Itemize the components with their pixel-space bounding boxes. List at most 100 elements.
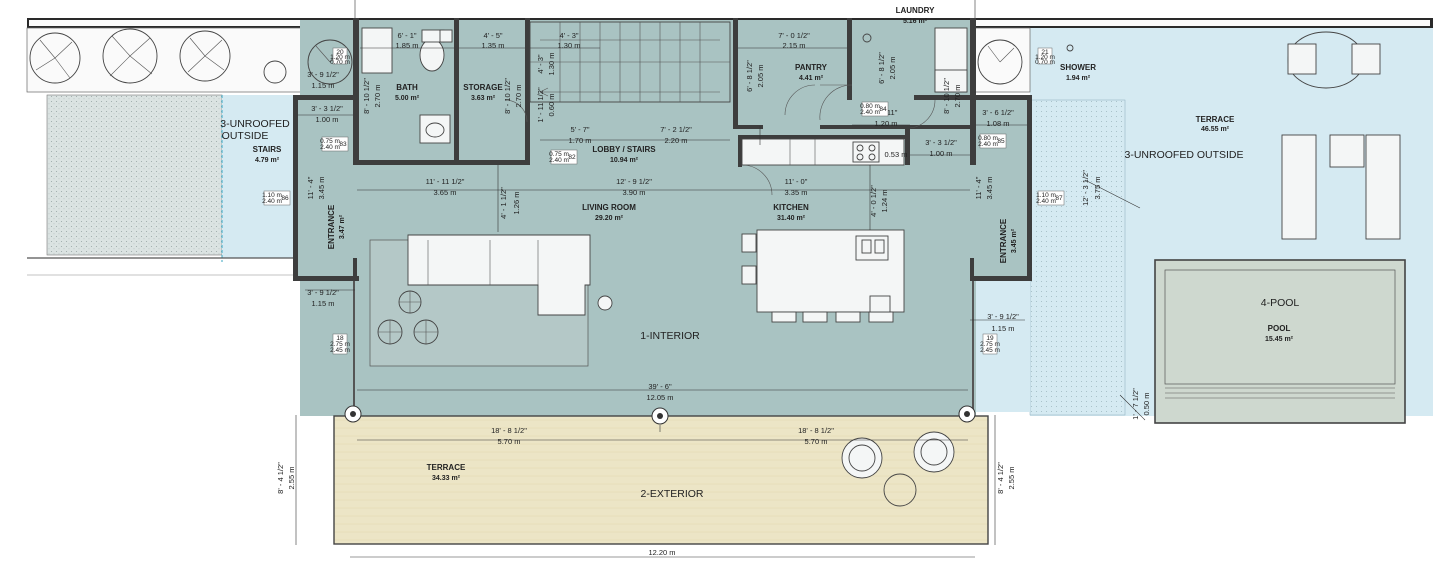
pool-steps bbox=[1165, 387, 1395, 399]
svg-text:4' - 5": 4' - 5" bbox=[483, 31, 502, 40]
living-furniture bbox=[369, 234, 613, 367]
svg-text:1.70 m: 1.70 m bbox=[569, 136, 592, 145]
dimension-lines bbox=[295, 47, 1146, 558]
svg-text:2.40 m: 2.40 m bbox=[320, 144, 340, 151]
svg-text:2.40 m: 2.40 m bbox=[262, 198, 282, 205]
svg-text:12' - 3 1/2": 12' - 3 1/2" bbox=[1081, 170, 1090, 206]
svg-text:1.35 m: 1.35 m bbox=[482, 41, 505, 50]
room-name-terrace-front: TERRACE bbox=[427, 463, 466, 472]
room-area-terrace-right: 46.55 m² bbox=[1201, 126, 1230, 133]
room-name-living: LIVING ROOM bbox=[582, 203, 636, 212]
svg-text:21: 21 bbox=[1041, 49, 1049, 56]
svg-text:85: 85 bbox=[997, 138, 1005, 145]
svg-text:1.20 m: 1.20 m bbox=[875, 119, 898, 128]
svg-text:2.15 m: 2.15 m bbox=[783, 41, 806, 50]
room-area-stairs: 4.79 m² bbox=[255, 157, 280, 164]
svg-text:1.26 m: 1.26 m bbox=[512, 192, 521, 215]
dimension-labels: 6' - 1" 1.85 m 4' - 5" 1.35 m 4' - 3" 1.… bbox=[276, 31, 1151, 557]
svg-text:18' - 8 1/2": 18' - 8 1/2" bbox=[798, 426, 834, 435]
svg-text:87: 87 bbox=[1055, 195, 1063, 202]
svg-text:1' - 11 1/2": 1' - 11 1/2" bbox=[536, 87, 545, 123]
room-name-stairs: STAIRS bbox=[253, 145, 282, 154]
room-area-pool: 15.45 m² bbox=[1265, 336, 1294, 343]
room-area-shower: 1.94 m² bbox=[1066, 75, 1091, 82]
room-area-entrance-left: 3.47 m² bbox=[339, 214, 346, 239]
laundry-fixtures bbox=[862, 27, 968, 93]
svg-text:2.45 m: 2.45 m bbox=[330, 347, 350, 354]
svg-text:4' - 1 1/2": 4' - 1 1/2" bbox=[499, 187, 508, 219]
front-terrace bbox=[333, 415, 989, 545]
room-name-pantry: PANTRY bbox=[795, 63, 828, 72]
staircase bbox=[529, 21, 731, 103]
room-name-bath: BATH bbox=[396, 83, 418, 92]
zone-label-pool: 4-POOL bbox=[1261, 297, 1300, 309]
right-garden bbox=[1029, 99, 1126, 416]
svg-text:1.20 m: 1.20 m bbox=[1035, 54, 1055, 61]
svg-text:5' - 7": 5' - 7" bbox=[570, 125, 589, 134]
svg-text:3' - 6 1/2": 3' - 6 1/2" bbox=[982, 108, 1014, 117]
svg-text:1.00 m: 1.00 m bbox=[316, 115, 339, 124]
svg-text:8' - 4 1/2": 8' - 4 1/2" bbox=[276, 462, 285, 494]
room-area-storage: 3.63 m² bbox=[471, 95, 496, 102]
zone-label-unroofed-left-1: 3-UNROOFED bbox=[220, 118, 290, 130]
svg-text:3' - 3 1/2": 3' - 3 1/2" bbox=[311, 104, 343, 113]
svg-text:2.40 m: 2.40 m bbox=[860, 109, 880, 116]
terrace-furniture bbox=[841, 431, 955, 507]
svg-text:18' - 8 1/2": 18' - 8 1/2" bbox=[491, 426, 527, 435]
svg-text:1.15 m: 1.15 m bbox=[312, 81, 335, 90]
svg-text:12.20 m: 12.20 m bbox=[648, 548, 675, 557]
svg-text:8' - 10 1/2": 8' - 10 1/2" bbox=[503, 78, 512, 114]
zone-label-interior: 1-INTERIOR bbox=[640, 330, 700, 342]
svg-text:3.45 m: 3.45 m bbox=[985, 177, 994, 200]
svg-text:20: 20 bbox=[336, 49, 344, 56]
room-name-laundry: LAUNDRY bbox=[896, 6, 935, 15]
svg-text:11' - 11 1/2": 11' - 11 1/2" bbox=[426, 177, 465, 186]
room-name-lobby: LOBBY / STAIRS bbox=[592, 145, 656, 154]
svg-text:1.85 m: 1.85 m bbox=[396, 41, 419, 50]
room-name-shower: SHOWER bbox=[1060, 63, 1096, 72]
door-window-tags: 20 1.20 m 0.70 m 21 1.20 m 0.70 m 0.75 m… bbox=[262, 47, 1065, 355]
svg-text:2.05 m: 2.05 m bbox=[756, 65, 765, 88]
left-outside-area bbox=[222, 95, 294, 258]
svg-text:18: 18 bbox=[336, 335, 344, 342]
svg-text:7' - 2 1/2": 7' - 2 1/2" bbox=[660, 125, 692, 134]
svg-text:3.65 m: 3.65 m bbox=[434, 188, 457, 197]
planter-plants bbox=[29, 28, 1023, 85]
svg-text:2.40 m: 2.40 m bbox=[978, 141, 998, 148]
room-area-bath: 5.00 m² bbox=[395, 95, 420, 102]
room-area-living: 29.20 m² bbox=[595, 215, 624, 222]
svg-text:82: 82 bbox=[568, 154, 576, 161]
svg-text:86: 86 bbox=[281, 195, 289, 202]
room-name-entrance-right: ENTRANCE bbox=[999, 218, 1008, 263]
door-swings bbox=[504, 84, 936, 196]
zone-label-unroofed-left-2: OUTSIDE bbox=[222, 130, 269, 142]
svg-text:0.80 m: 0.80 m bbox=[860, 103, 880, 110]
svg-text:3.75 m: 3.75 m bbox=[1093, 177, 1102, 200]
svg-text:1.08 m: 1.08 m bbox=[987, 119, 1010, 128]
svg-text:8' - 4 1/2": 8' - 4 1/2" bbox=[996, 462, 1005, 494]
svg-text:2.75 m: 2.75 m bbox=[980, 341, 1000, 348]
svg-text:3.90 m: 3.90 m bbox=[623, 188, 646, 197]
svg-text:83: 83 bbox=[339, 141, 347, 148]
svg-text:5.70 m: 5.70 m bbox=[498, 437, 521, 446]
svg-text:3' - 9 1/2": 3' - 9 1/2" bbox=[987, 312, 1019, 321]
svg-text:0.60 m: 0.60 m bbox=[547, 94, 556, 117]
left-garden bbox=[46, 94, 223, 256]
room-name-storage: STORAGE bbox=[463, 83, 503, 92]
columns bbox=[344, 405, 976, 425]
room-area-terrace-front: 34.33 m² bbox=[432, 475, 461, 482]
svg-text:12.05 m: 12.05 m bbox=[646, 393, 673, 402]
svg-text:1.15 m: 1.15 m bbox=[992, 324, 1015, 333]
kitchen-island bbox=[741, 229, 905, 323]
svg-text:2.45 m: 2.45 m bbox=[980, 347, 1000, 354]
column-ticks bbox=[354, 0, 976, 432]
svg-text:84: 84 bbox=[879, 106, 887, 113]
svg-text:1.20 m: 1.20 m bbox=[330, 54, 350, 61]
svg-text:4' - 0 1/2": 4' - 0 1/2" bbox=[869, 185, 878, 217]
svg-text:2.40 m: 2.40 m bbox=[1036, 198, 1056, 205]
svg-text:2.70 m: 2.70 m bbox=[373, 85, 382, 108]
svg-text:11' - 0": 11' - 0" bbox=[785, 177, 808, 186]
svg-text:2.40 m: 2.40 m bbox=[549, 157, 569, 164]
svg-text:3.35 m: 3.35 m bbox=[785, 188, 808, 197]
room-area-kitchen: 31.40 m² bbox=[777, 215, 806, 222]
